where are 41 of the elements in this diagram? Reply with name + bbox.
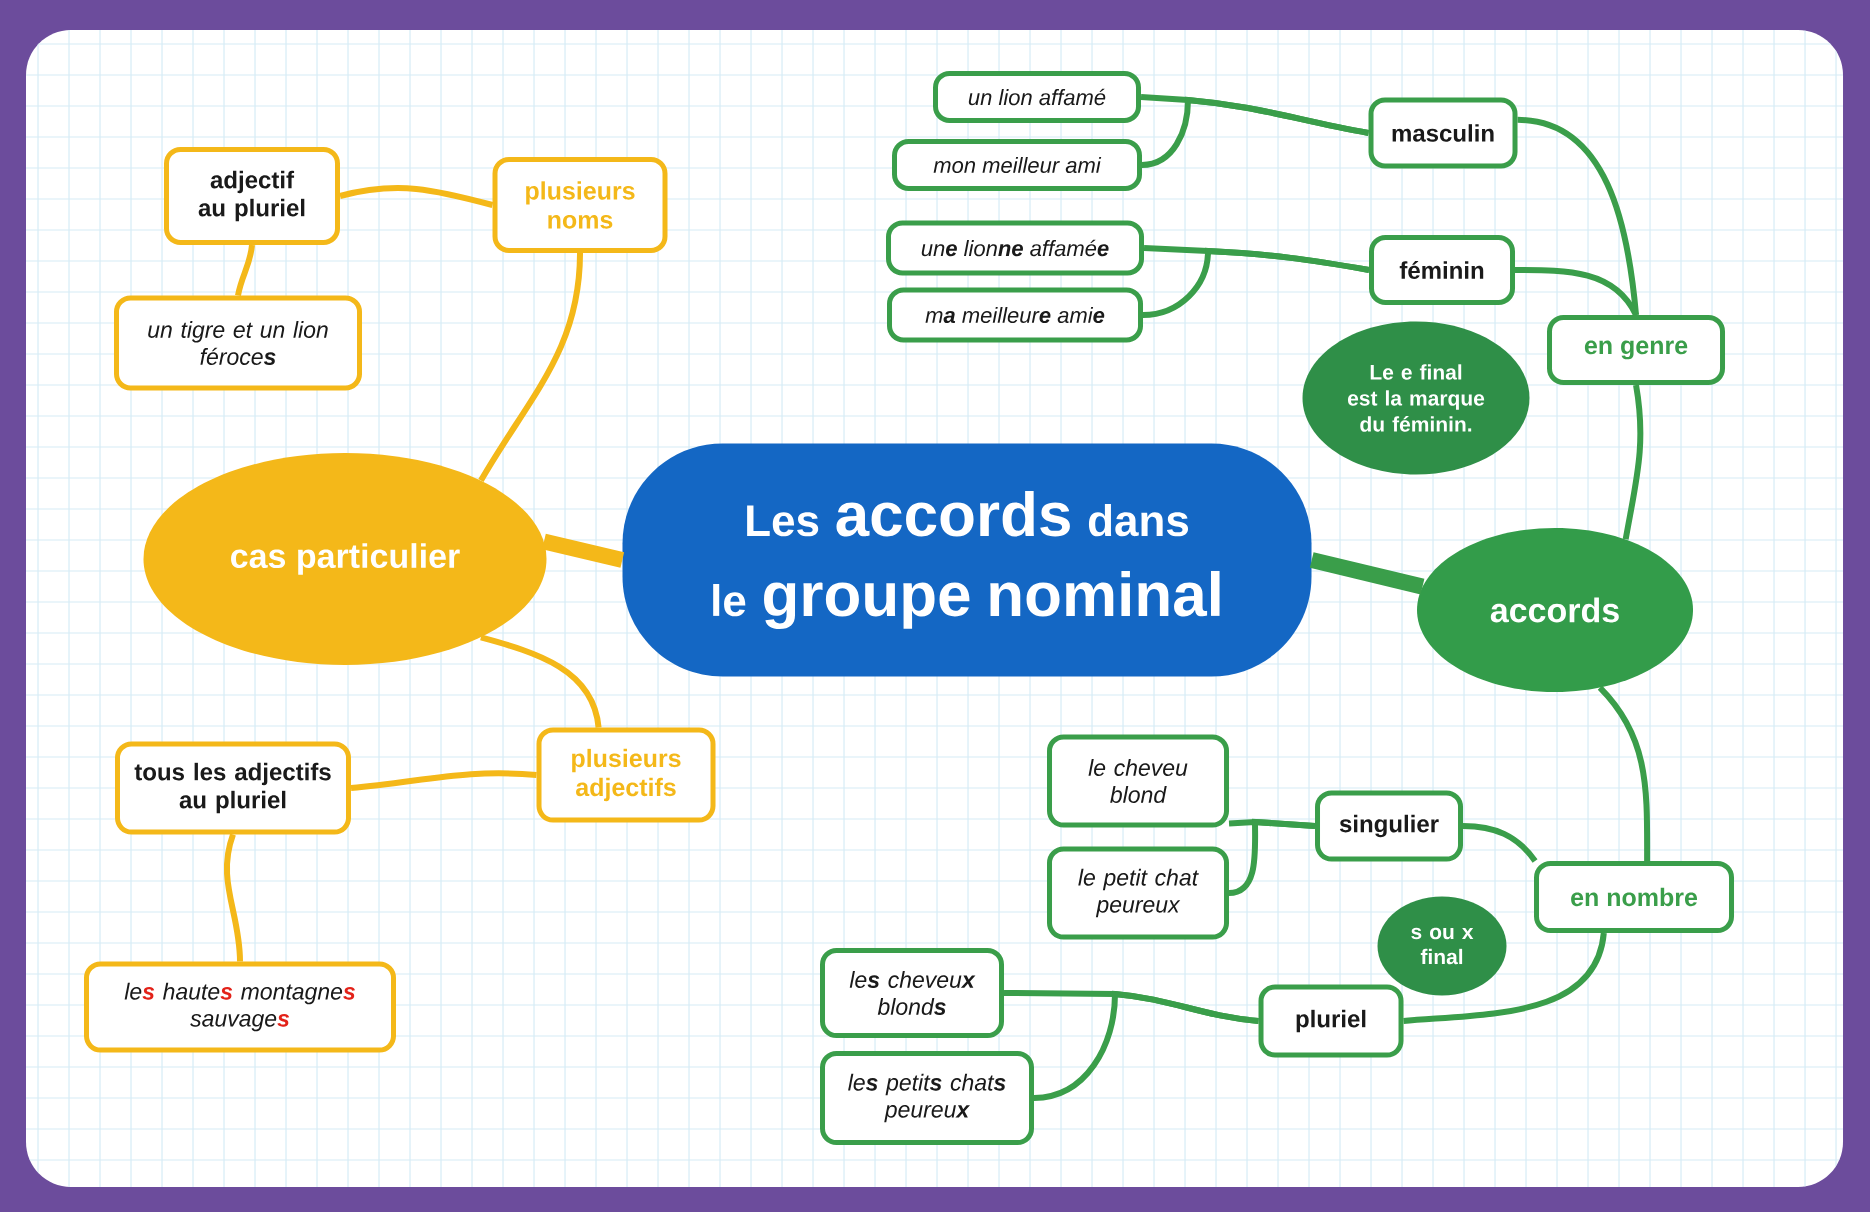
connector-line bbox=[1597, 685, 1651, 861]
category-box: plusieurs noms bbox=[492, 157, 668, 253]
example-box: le cheveu blond bbox=[1047, 734, 1229, 828]
example-box: mon meilleur ami bbox=[892, 139, 1142, 191]
category-box: en nombre bbox=[1534, 861, 1734, 933]
connector-line bbox=[339, 185, 494, 208]
branch-blob: cas particulier bbox=[143, 453, 547, 665]
connector-line bbox=[1515, 267, 1639, 317]
category-box: plusieurs adjectifs bbox=[536, 727, 716, 823]
category-box: masculin bbox=[1368, 97, 1518, 169]
example-box: les hautes montagnes sauvages bbox=[84, 961, 396, 1053]
connector-line bbox=[1622, 384, 1644, 540]
example-box: ma meilleure amie bbox=[887, 287, 1143, 343]
connector-line bbox=[1462, 823, 1538, 863]
connector-line bbox=[350, 770, 537, 791]
connector-line bbox=[1517, 116, 1639, 316]
connector-line bbox=[542, 533, 625, 568]
category-box: tous les adjectifs au pluriel bbox=[115, 741, 351, 835]
category-box: féminin bbox=[1369, 235, 1515, 305]
example-box: un lion affamé bbox=[933, 71, 1141, 123]
connector-line bbox=[1141, 97, 1370, 168]
category-box: adjectif au pluriel bbox=[164, 147, 340, 245]
category-box: en genre bbox=[1547, 315, 1725, 385]
connector-line bbox=[1142, 248, 1370, 318]
connector-line bbox=[1309, 552, 1425, 595]
example-box: les petits chats peureux bbox=[820, 1051, 1034, 1145]
connector-line bbox=[223, 833, 243, 962]
connector-line bbox=[235, 244, 255, 297]
topic-blob: Les accords dans le groupe nominal bbox=[622, 443, 1312, 677]
example-box: le petit chat peureux bbox=[1047, 846, 1229, 940]
connector-line bbox=[480, 634, 602, 728]
example-box: une lionne affamée bbox=[886, 220, 1144, 276]
example-box: les cheveux blonds bbox=[820, 948, 1004, 1038]
connector-line bbox=[1228, 819, 1316, 896]
category-box: singulier bbox=[1315, 790, 1463, 862]
connector-line bbox=[478, 252, 583, 483]
category-box: pluriel bbox=[1258, 984, 1404, 1058]
branch-blob: accords bbox=[1417, 528, 1693, 692]
connector-line bbox=[1033, 991, 1259, 1101]
connector-line bbox=[1403, 932, 1607, 1024]
example-box: un tigre et un lion féroces bbox=[114, 295, 362, 391]
